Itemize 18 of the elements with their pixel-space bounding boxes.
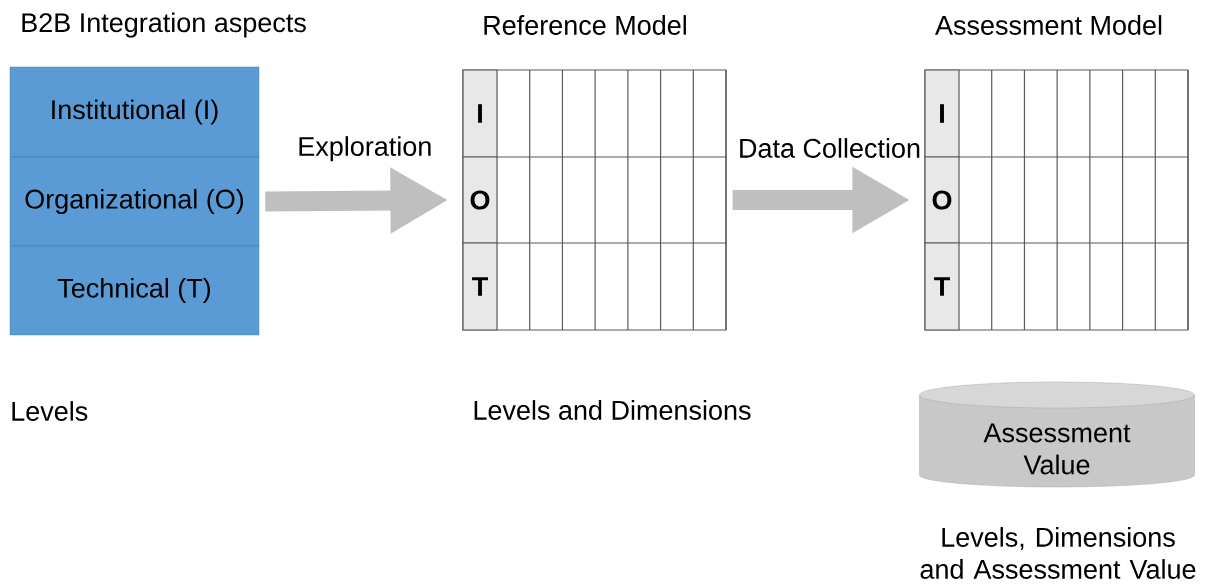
edge-label: Exploration <box>296 135 434 163</box>
heading: Reference Model <box>484 15 686 35</box>
database-cylinder: Assessment Value <box>919 381 1195 488</box>
level-cell: O <box>924 156 960 244</box>
heading: Assessment Model <box>935 15 1162 35</box>
node-label: Levels and Dimensions <box>474 400 751 420</box>
level-band: Institutional (I) <box>9 66 260 158</box>
level-cell: T <box>924 242 960 331</box>
edge-label: Data Collection <box>736 137 923 159</box>
level-cell: I <box>462 69 498 158</box>
node-label: Levels, Dimensions and Assessment Value <box>920 527 1196 579</box>
level-cell: T <box>462 242 498 331</box>
level-cell: I <box>924 69 960 158</box>
level-cell: O <box>462 156 498 244</box>
heading: B2B Integration aspects <box>22 12 306 38</box>
level-band: Organizational (O) <box>9 156 260 247</box>
node-label: Levels <box>12 401 88 421</box>
level-band: Technical (T) <box>9 245 260 336</box>
